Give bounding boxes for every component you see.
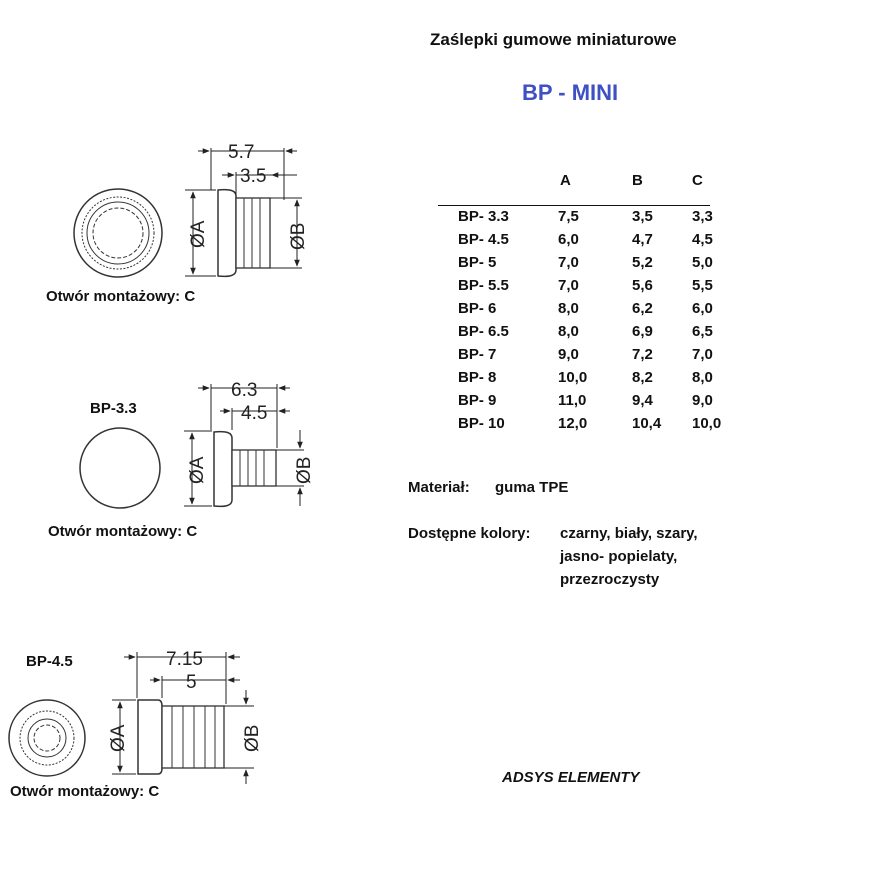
- table-header-model: [458, 172, 558, 205]
- drawing2-caption: Otwór montażowy: C: [48, 523, 198, 540]
- drawing2-overall-length: 6.3: [231, 380, 257, 401]
- drawing2-label: BP-3.3: [90, 400, 137, 417]
- table-cell: BP- 7: [458, 346, 497, 363]
- table-cell: 9,4: [632, 392, 653, 409]
- drawing3-front-view: [8, 699, 86, 777]
- table-row: BP- 4.5 6,0 4,7 4,5: [458, 228, 742, 251]
- table-cell: 8,0: [558, 323, 579, 340]
- table-cell: 10,0: [692, 415, 722, 432]
- table-divider: [438, 205, 710, 206]
- table-row: BP- 5.5 7,0 5,6 5,5: [458, 274, 742, 297]
- table-row: BP- 9 11,0 9,4 9,0: [458, 389, 742, 412]
- table-cell: 4,5: [692, 231, 713, 248]
- drawing1-caption: Otwór montażowy: C: [46, 288, 196, 305]
- drawing3-caption: Otwór montażowy: C: [10, 783, 160, 800]
- drawing3-shank-length: 5: [186, 672, 197, 693]
- table-cell: 6,9: [632, 323, 653, 340]
- table-cell: 12,0: [558, 415, 588, 432]
- table-cell: BP- 10: [458, 415, 505, 432]
- table-cell: 7,0: [692, 346, 713, 363]
- colors-line-3: przezroczysty: [560, 571, 660, 588]
- colors-label: Dostępne kolory:: [408, 525, 531, 542]
- table-cell: 6,2: [632, 300, 653, 317]
- drawing2-front-view: [79, 427, 161, 509]
- table-cell: 7,0: [558, 277, 579, 294]
- table-header-a: A: [560, 172, 571, 189]
- table-row: BP- 6 8,0 6,2 6,0: [458, 297, 742, 320]
- table-cell: 3,3: [692, 208, 713, 225]
- drawing3-diameter-a: ØA: [108, 724, 129, 752]
- drawing2-diameter-b: ØB: [294, 457, 315, 484]
- page-subtitle: BP - MINI: [522, 80, 619, 105]
- drawing1-dimensions: [185, 148, 302, 277]
- drawing2-dimensions: [184, 384, 304, 507]
- table-cell: BP- 8: [458, 369, 497, 386]
- company-footer: ADSYS ELEMENTY: [502, 769, 640, 786]
- table-cell: 11,0: [558, 392, 587, 409]
- table-row: BP- 3.3 7,5 3,5 3,3: [458, 205, 742, 228]
- drawing1-front-view: [73, 188, 163, 278]
- table-row: BP- 5 7,0 5,2 5,0: [458, 251, 742, 274]
- table-cell: 5,0: [692, 254, 713, 271]
- table-cell: BP- 9: [458, 392, 497, 409]
- table-cell: 7,0: [558, 254, 579, 271]
- table-cell: BP- 4.5: [458, 231, 509, 248]
- table-cell: BP- 3.3: [458, 208, 509, 225]
- table-cell: 8,0: [692, 369, 713, 386]
- drawing3-overall-length: 7.15: [166, 649, 203, 670]
- drawing2-shank-length: 4.5: [241, 403, 267, 424]
- colors-line-1: czarny, biały, szary,: [560, 525, 698, 542]
- table-cell: 7,2: [632, 346, 653, 363]
- table-row: BP- 6.5 8,0 6,9 6,5: [458, 320, 742, 343]
- material-value: guma TPE: [495, 479, 569, 496]
- table-cell: 3,5: [632, 208, 653, 225]
- material-label: Materiał:: [408, 479, 470, 496]
- table-row: BP- 7 9,0 7,2 7,0: [458, 343, 742, 366]
- table-cell: 4,7: [632, 231, 653, 248]
- drawing3-diameter-b: ØB: [242, 725, 263, 752]
- table-cell: 6,0: [558, 231, 579, 248]
- drawing3-label: BP-4.5: [26, 653, 73, 670]
- table-cell: 7,5: [558, 208, 579, 225]
- table-cell: BP- 6: [458, 300, 497, 317]
- table-header-c: C: [692, 172, 703, 189]
- table-cell: BP- 6.5: [458, 323, 509, 340]
- table-row: BP- 10 12,0 10,4 10,0: [458, 412, 742, 435]
- drawing1-diameter-a: ØA: [188, 220, 209, 248]
- table-cell: 6,5: [692, 323, 713, 340]
- table-cell: 6,0: [692, 300, 713, 317]
- table-cell: 8,2: [632, 369, 653, 386]
- table-row: BP- 8 10,0 8,2 8,0: [458, 366, 742, 389]
- table-cell: 5,6: [632, 277, 653, 294]
- drawing3-side-view: [137, 699, 225, 775]
- table-header-row: A B C: [458, 172, 742, 205]
- table-header-b: B: [632, 172, 643, 189]
- drawing3-dimensions: [112, 652, 254, 784]
- table-cell: 5,5: [692, 277, 713, 294]
- table-cell: BP- 5: [458, 254, 497, 271]
- colors-line-2: jasno- popielaty,: [560, 548, 678, 565]
- table-cell: 8,0: [558, 300, 579, 317]
- table-cell: 10,4: [632, 415, 662, 432]
- table-cell: 9,0: [558, 346, 579, 363]
- drawing1-shank-length: 3.5: [240, 166, 266, 187]
- table-cell: 5,2: [632, 254, 653, 271]
- drawing1-diameter-b: ØB: [288, 223, 309, 250]
- drawing1-overall-length: 5.7: [228, 142, 254, 163]
- page-title: Zaślepki gumowe miniaturowe: [430, 30, 677, 49]
- table-cell: 10,0: [558, 369, 588, 386]
- drawing2-side-view: [213, 430, 277, 508]
- table-cell: 9,0: [692, 392, 713, 409]
- drawing2-diameter-a: ØA: [187, 456, 208, 484]
- table-cell: BP- 5.5: [458, 277, 509, 294]
- drawing1-side-view: [217, 188, 271, 278]
